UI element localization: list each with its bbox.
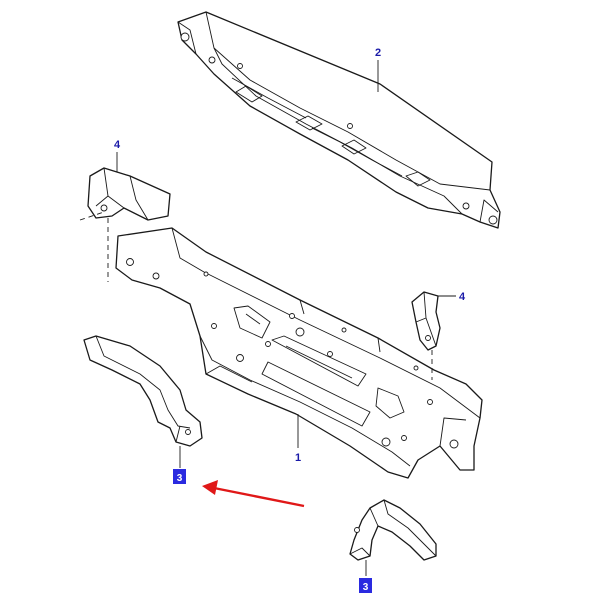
red-arrow (202, 480, 305, 508)
right-lower-bracket (349, 499, 437, 561)
left-lower-bracket (83, 335, 203, 447)
callout-part-3-left: 3 (177, 473, 183, 484)
left-corner-bracket (87, 167, 171, 221)
callout-box-part3-right (359, 578, 372, 593)
callout-part-2: 2 (375, 47, 381, 59)
right-small-bracket (411, 291, 441, 351)
upper-reinforcement-bar (177, 11, 501, 229)
rear-body-panel (115, 227, 483, 479)
callout-box-part3-left (173, 469, 186, 484)
assembly-line-left-horizontal (79, 211, 105, 221)
callout-part-4-right: 4 (459, 291, 466, 303)
callout-part-1: 1 (295, 452, 301, 464)
callout-part-3-right: 3 (363, 582, 369, 593)
callout-part-4-left: 4 (114, 139, 121, 151)
